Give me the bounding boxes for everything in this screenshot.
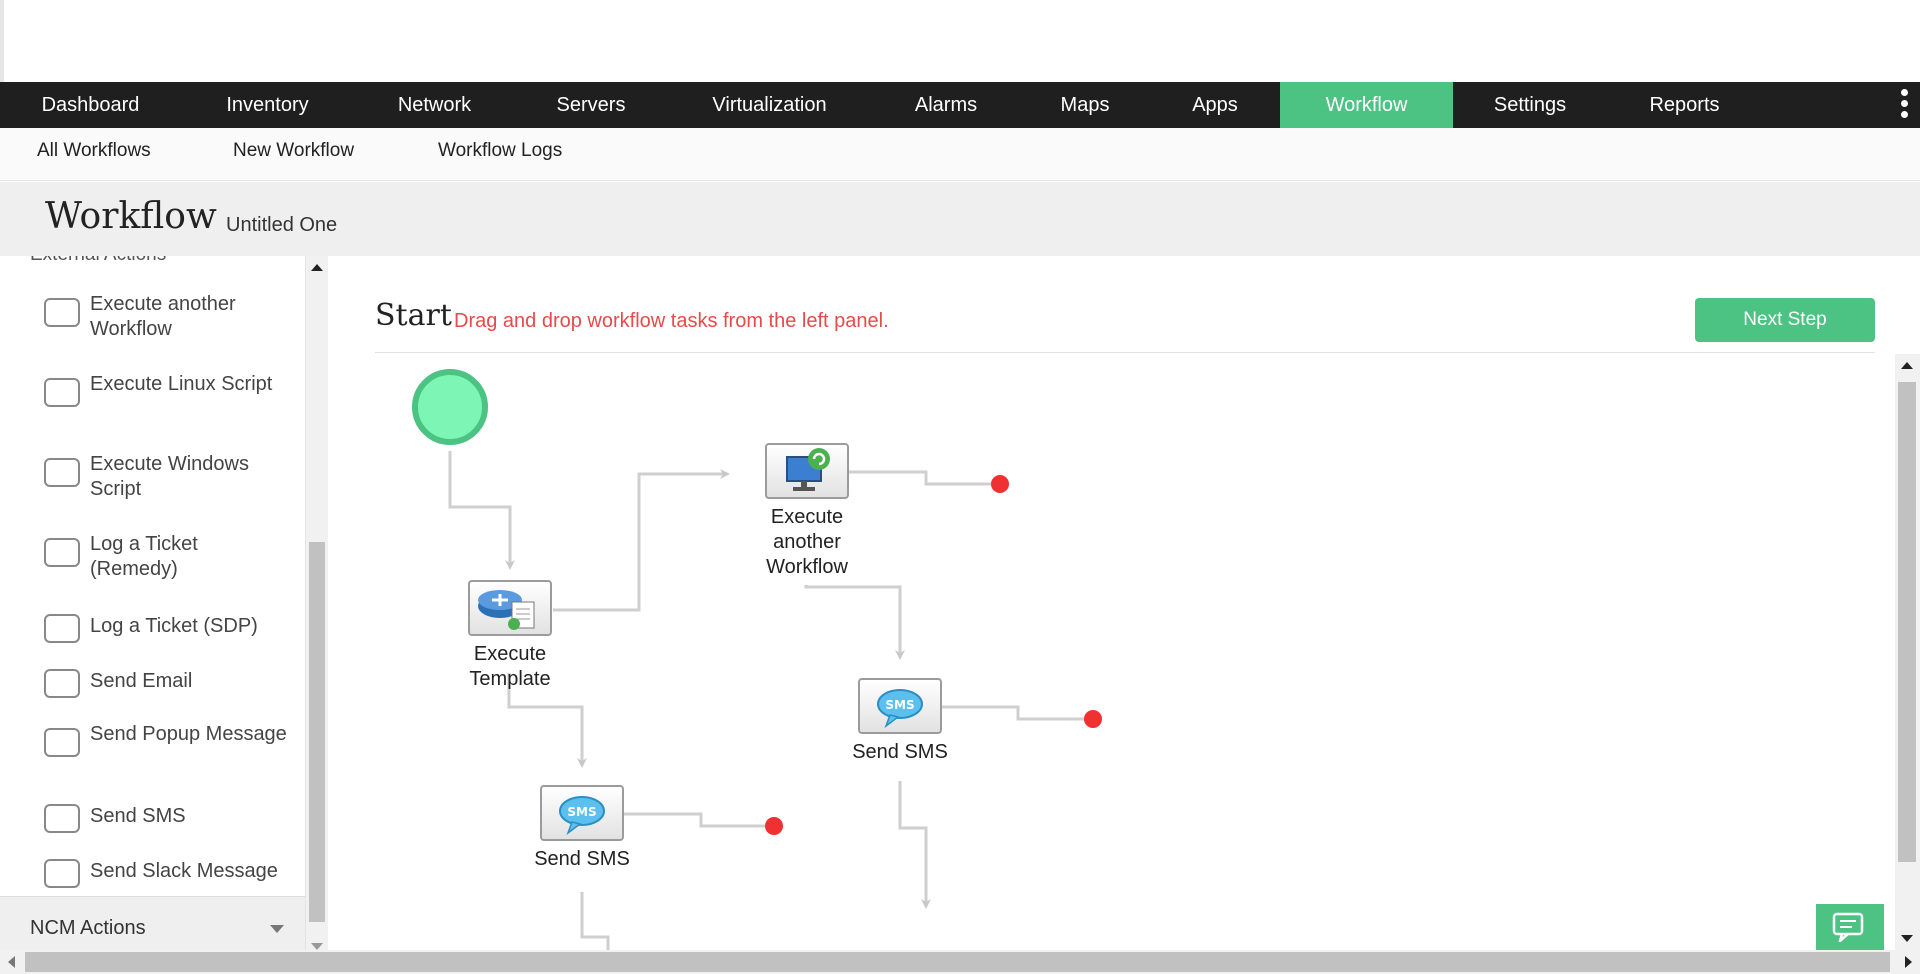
tab-workflow-logs[interactable]: Workflow Logs — [438, 140, 563, 161]
connector-template-to-workflow — [553, 469, 730, 612]
task-send-sms[interactable]: Send SMS — [44, 798, 294, 838]
next-step-button[interactable]: Next Step — [1695, 298, 1875, 342]
node-label: Send SMS — [534, 848, 630, 870]
drag-hint: Drag and drop workflow tasks from the le… — [454, 310, 889, 332]
task-log-ticket-remedy[interactable]: Log a Ticket (Remedy) — [44, 532, 294, 582]
node-execute-template[interactable]: Execute Template — [468, 580, 552, 692]
nav-network[interactable]: Network — [397, 94, 472, 116]
task-label: Execute another Workflow — [90, 293, 236, 340]
main-nav: Dashboard Inventory Network Servers Virt… — [0, 82, 1920, 128]
nav-workflow[interactable]: Workflow — [1280, 82, 1453, 128]
node-label: Execute another Workflow — [766, 506, 848, 578]
chevron-down-icon — [270, 925, 284, 933]
task-checkbox[interactable] — [44, 614, 80, 643]
end-node[interactable] — [991, 475, 1009, 493]
chat-icon — [1832, 912, 1864, 942]
end-node[interactable] — [1084, 710, 1102, 728]
node-send-sms-left[interactable]: SMS Send SMS — [534, 785, 630, 872]
task-checkbox[interactable] — [44, 538, 80, 567]
scroll-down-icon[interactable] — [1901, 935, 1913, 942]
end-node[interactable] — [765, 817, 783, 835]
task-checkbox[interactable] — [44, 378, 80, 407]
sub-nav: All Workflows New Workflow Workflow Logs — [0, 128, 1920, 181]
connector-sms-left-down — [580, 892, 610, 950]
scroll-up-icon[interactable] — [311, 264, 323, 271]
svg-text:SMS: SMS — [885, 698, 914, 712]
nav-maps[interactable]: Maps — [1060, 94, 1110, 116]
canvas-vertical-scrollbar[interactable] — [1895, 354, 1920, 950]
nav-alarms[interactable]: Alarms — [914, 94, 978, 116]
connector-sms-right-to-end — [942, 705, 1085, 721]
task-send-popup-message[interactable]: Send Popup Message — [44, 722, 294, 772]
task-checkbox[interactable] — [44, 804, 80, 833]
task-panel: External Actions Execute another Workflo… — [0, 256, 306, 958]
svg-text:SMS: SMS — [567, 805, 596, 819]
chat-button[interactable] — [1816, 904, 1884, 950]
start-label: Start — [375, 298, 452, 333]
start-node[interactable] — [412, 369, 488, 445]
nav-settings[interactable]: Settings — [1493, 94, 1567, 116]
task-checkbox[interactable] — [44, 669, 80, 698]
scroll-thumb[interactable] — [25, 952, 1890, 972]
scroll-right-icon[interactable] — [1905, 956, 1912, 968]
task-execute-another-workflow[interactable]: Execute another Workflow — [44, 292, 294, 342]
task-execute-windows-script[interactable]: Execute Windows Script — [44, 452, 294, 502]
task-label: Execute Linux Script — [90, 373, 273, 395]
node-label: Execute Template — [469, 643, 551, 690]
sms-icon: SMS — [858, 678, 942, 734]
title-band: Workflow Untitled One — [0, 182, 1920, 256]
canvas-horizontal-scrollbar[interactable] — [0, 950, 1920, 974]
nav-virtualization[interactable]: Virtualization — [712, 94, 827, 116]
ncm-actions-label: NCM Actions — [30, 917, 146, 939]
node-execute-another-workflow[interactable]: Execute another Workflow — [765, 443, 849, 580]
page-title: Workflow — [45, 196, 217, 237]
task-log-ticket-sdp[interactable]: Log a Ticket (SDP) — [44, 608, 294, 648]
tab-all-workflows[interactable]: All Workflows — [37, 140, 151, 161]
scroll-thumb[interactable] — [1898, 382, 1916, 862]
task-checkbox[interactable] — [44, 458, 80, 487]
task-panel-scrollbar[interactable] — [306, 256, 328, 958]
workflow-name: Untitled One — [226, 214, 338, 236]
connector-template-to-sms — [507, 673, 587, 768]
nav-apps[interactable]: Apps — [1192, 94, 1238, 116]
connector-workflow-to-sms — [804, 585, 905, 660]
connector-sms-right-down — [898, 781, 931, 909]
nav-servers[interactable]: Servers — [556, 94, 626, 116]
node-label: Send SMS — [852, 741, 948, 763]
scroll-down-icon[interactable] — [311, 943, 323, 950]
task-label: Send SMS — [90, 805, 186, 827]
execute-template-icon — [468, 580, 552, 636]
task-label: Send Slack Message — [90, 860, 278, 882]
task-send-email[interactable]: Send Email — [44, 663, 294, 703]
task-send-slack-message[interactable]: Send Slack Message — [44, 853, 294, 893]
sms-icon: SMS — [540, 785, 624, 841]
kebab-icon[interactable] — [1894, 87, 1914, 123]
task-label: Execute Windows Script — [90, 453, 249, 500]
scroll-left-icon[interactable] — [8, 956, 15, 968]
connector-start-to-template — [448, 451, 515, 570]
task-label: Log a Ticket (SDP) — [90, 615, 258, 637]
task-label: Send Email — [90, 670, 193, 692]
scroll-thumb[interactable] — [309, 542, 325, 922]
ncm-actions-section[interactable]: NCM Actions — [0, 896, 305, 958]
tab-new-workflow[interactable]: New Workflow — [233, 140, 355, 161]
section-heading-external-actions: External Actions — [30, 256, 166, 266]
task-checkbox[interactable] — [44, 728, 80, 757]
nav-inventory[interactable]: Inventory — [226, 94, 309, 116]
divider — [375, 352, 1875, 353]
task-label: Send Popup Message — [90, 723, 287, 745]
task-execute-linux-script[interactable]: Execute Linux Script — [44, 372, 294, 422]
connector-workflow-to-end — [848, 470, 992, 486]
task-checkbox[interactable] — [44, 859, 80, 888]
scroll-up-icon[interactable] — [1901, 362, 1913, 369]
connector-sms-left-to-end — [624, 812, 770, 828]
nav-dashboard[interactable]: Dashboard — [41, 94, 140, 116]
node-send-sms-right[interactable]: SMS Send SMS — [852, 678, 948, 765]
task-checkbox[interactable] — [44, 298, 80, 327]
nav-reports[interactable]: Reports — [1649, 94, 1720, 116]
execute-workflow-icon — [765, 443, 849, 499]
task-label: Log a Ticket (Remedy) — [90, 533, 198, 580]
header-blank — [0, 0, 1920, 82]
